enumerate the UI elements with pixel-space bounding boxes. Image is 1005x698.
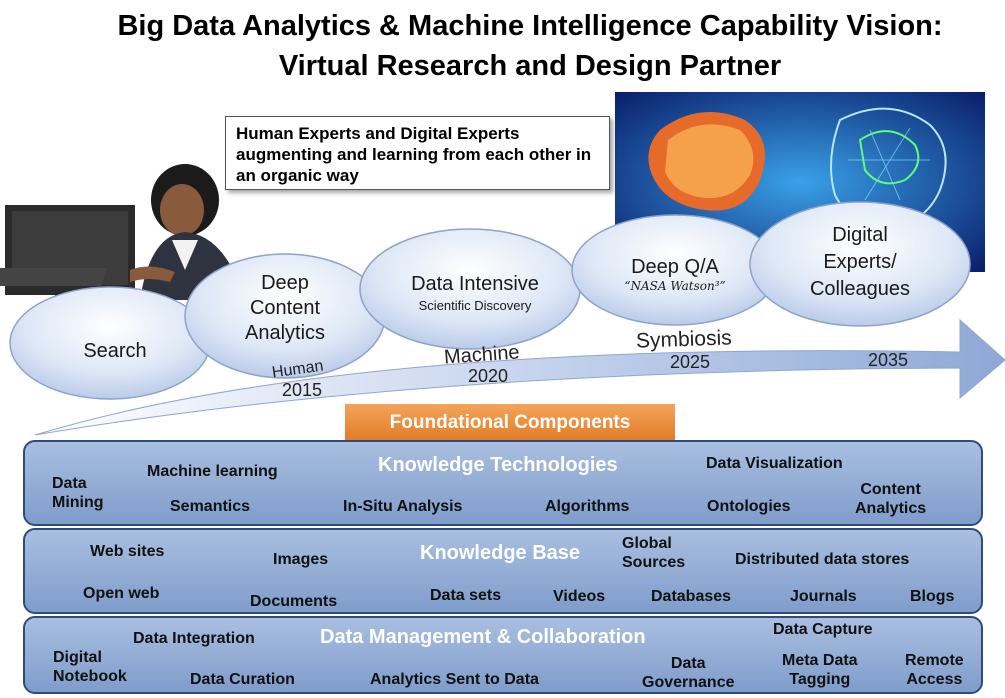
knowledge-base-heading: Knowledge Base xyxy=(420,542,581,564)
data-management-panel: Data Management & Collaboration Digital … xyxy=(23,616,983,694)
item-digital-notebook: Digital Notebook xyxy=(53,648,127,686)
item-global-sources: Global Sources xyxy=(622,534,685,572)
item-remote-access: Remote Access xyxy=(905,651,964,689)
deep-content-line-2: Content xyxy=(249,297,321,319)
bubble-digital-experts-label: Digital Experts/ Colleagues xyxy=(780,222,940,303)
data-management-heading: Data Management & Collaboration xyxy=(320,626,646,648)
item-data-sets: Data sets xyxy=(430,587,502,604)
data-governance-line-1: Data xyxy=(670,655,706,672)
digital-experts-line-2: Experts/ xyxy=(823,251,897,273)
bubble-deep-content-label: Deep Content Analytics xyxy=(200,271,370,346)
item-analytics-sent-to-data: Analytics Sent to Data xyxy=(370,671,539,688)
deep-content-line-3: Analytics xyxy=(244,322,326,344)
knowledge-technologies-heading: Knowledge Technologies xyxy=(378,454,618,476)
foundational-components-header: Foundational Components xyxy=(345,404,675,442)
item-semantics: Semantics xyxy=(170,498,251,515)
item-machine-learning: Machine learning xyxy=(147,463,278,480)
knowledge-technologies-panel: Knowledge Technologies Data Mining Machi… xyxy=(23,440,983,526)
item-data-visualization: Data Visualization xyxy=(706,455,843,472)
item-documents: Documents xyxy=(250,593,338,610)
item-data-capture: Data Capture xyxy=(773,621,873,638)
item-data-governance: Data Governance xyxy=(642,654,734,692)
timeline-arrow xyxy=(34,318,1005,436)
year-2020: 2020 xyxy=(468,366,509,386)
item-web-sites: Web sites xyxy=(90,543,165,560)
meta-data-line-2: Tagging xyxy=(789,671,851,688)
phase-symbiosis: Symbiosis xyxy=(635,326,733,353)
bubble-deep-qa-label: Deep Q/A “NASA Watson³” xyxy=(600,255,750,293)
item-in-situ-analysis: In-Situ Analysis xyxy=(343,498,463,515)
item-databases: Databases xyxy=(651,588,732,605)
page-title: Big Data Analytics & Machine Intelligenc… xyxy=(60,6,1000,86)
deep-content-line-1: Deep xyxy=(261,272,309,294)
content-analytics-line-2: Analytics xyxy=(855,500,927,517)
item-data-curation: Data Curation xyxy=(190,671,295,688)
callout-box: Human Experts and Digital Experts augmen… xyxy=(225,116,610,190)
item-meta-data-tagging: Meta Data Tagging xyxy=(782,651,858,689)
global-sources-line-2: Sources xyxy=(622,554,686,571)
item-blogs: Blogs xyxy=(910,588,955,605)
digital-experts-line-1: Digital xyxy=(832,224,888,246)
knowledge-base-panel: Knowledge Base Web sites Images Global S… xyxy=(23,528,983,614)
item-data-mining: Data Mining xyxy=(52,474,104,512)
digital-notebook-line-1: Digital xyxy=(53,649,102,666)
data-intensive-subtitle: Scientific Discovery xyxy=(418,298,532,313)
title-line-1: Big Data Analytics & Machine Intelligenc… xyxy=(117,10,943,42)
data-intensive-title: Data Intensive xyxy=(411,273,539,295)
meta-data-line-1: Meta Data xyxy=(782,652,858,669)
timeline-graphic xyxy=(0,92,1005,436)
data-mining-line-2: Mining xyxy=(52,494,104,511)
year-2035: 2035 xyxy=(868,350,909,370)
item-algorithms: Algorithms xyxy=(545,498,630,515)
content-analytics-line-1: Content xyxy=(860,481,921,498)
data-governance-line-2: Governance xyxy=(642,674,735,691)
digital-notebook-line-2: Notebook xyxy=(53,668,127,685)
deep-qa-title: Deep Q/A xyxy=(631,256,719,278)
bubble-data-intensive-label: Data Intensive Scientific Discovery xyxy=(390,272,560,314)
item-journals: Journals xyxy=(790,588,857,605)
data-mining-line-1: Data xyxy=(52,475,87,492)
item-data-integration: Data Integration xyxy=(133,630,255,647)
item-videos: Videos xyxy=(553,588,606,605)
digital-experts-line-3: Colleagues xyxy=(809,278,911,300)
bubble-search-label: Search xyxy=(83,340,147,362)
bubble-digital-experts xyxy=(749,201,971,327)
item-content-analytics: Content Analytics xyxy=(855,480,926,518)
deep-qa-subtitle: “NASA Watson³” xyxy=(624,279,726,293)
title-line-2: Virtual Research and Design Partner xyxy=(278,50,782,82)
item-open-web: Open web xyxy=(83,585,160,602)
item-ontologies: Ontologies xyxy=(707,498,791,515)
global-sources-line-1: Global xyxy=(622,535,672,552)
remote-access-line-2: Access xyxy=(906,671,963,688)
remote-access-line-1: Remote xyxy=(905,652,964,669)
item-images: Images xyxy=(273,551,329,568)
year-2025: 2025 xyxy=(670,352,711,372)
year-2015: 2015 xyxy=(282,380,323,400)
item-distributed-data-stores: Distributed data stores xyxy=(735,551,910,568)
